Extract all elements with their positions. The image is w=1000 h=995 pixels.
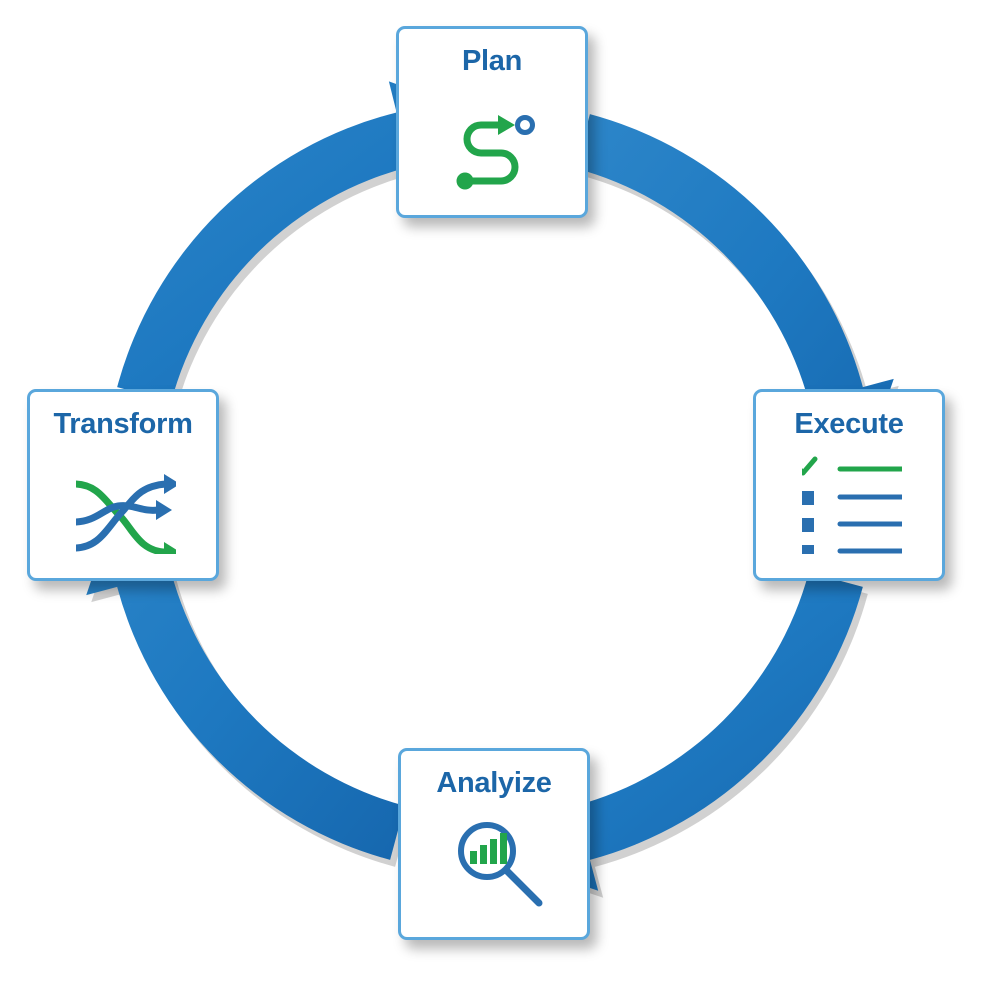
analyze-title: Analyize bbox=[436, 767, 552, 799]
shuffle-icon bbox=[76, 474, 176, 554]
analyze-card: Analyize bbox=[398, 748, 590, 940]
transform-title: Transform bbox=[53, 408, 193, 440]
route-icon bbox=[456, 115, 535, 190]
plan-title: Plan bbox=[461, 45, 523, 77]
checklist-icon bbox=[802, 456, 902, 554]
plan-card: Plan bbox=[396, 26, 588, 218]
execute-title: Execute bbox=[794, 408, 904, 440]
magnifier-chart-icon bbox=[458, 822, 543, 907]
execute-card: Execute bbox=[753, 389, 945, 581]
transform-card: Transform bbox=[27, 389, 219, 581]
